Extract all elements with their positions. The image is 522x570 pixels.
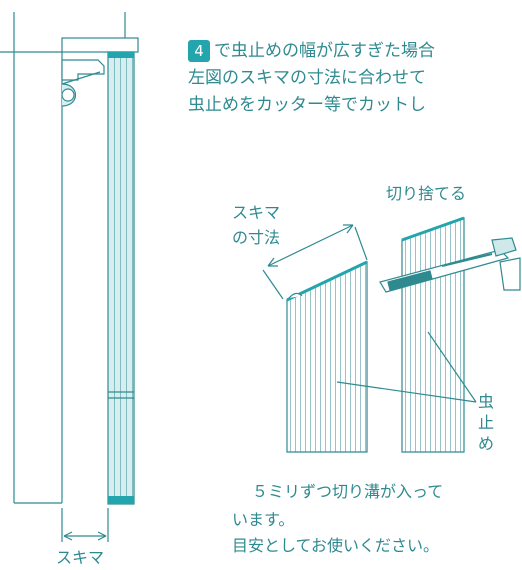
instruction-line-2: 左図のスキマの寸法に合わせて xyxy=(188,68,426,88)
cutter-knife xyxy=(379,237,521,293)
insect-stop-label-2: 止 xyxy=(478,413,495,432)
instruction-line-1-text: で虫止めの幅が広すぎた場合 xyxy=(214,41,435,61)
cut-off-label: 切り捨てる xyxy=(386,184,467,203)
window-frame xyxy=(0,12,139,504)
gap-dimension xyxy=(61,508,109,542)
insect-stop-label-1: 虫 xyxy=(478,392,495,411)
screen-side-view xyxy=(107,51,135,505)
insect-stop-label-3: め xyxy=(478,434,495,453)
note-line-1: ５ミリずつ切り溝が入って xyxy=(252,482,444,501)
gap-dimension-label-2: の寸法 xyxy=(232,228,281,247)
instruction-line-3: 虫止めをカッター等でカットし xyxy=(188,95,426,115)
note-line-2: います。 xyxy=(232,510,295,529)
gap-label: スキマ xyxy=(56,548,105,567)
gap-dimension-label-1: スキマ xyxy=(232,203,281,222)
note-line-3: 目安としてお使いください。 xyxy=(232,536,440,555)
insect-stop-leaders xyxy=(336,331,477,403)
insect-stop-strip-2 xyxy=(401,216,465,453)
screen-bottom-cap xyxy=(108,496,134,504)
strip-width-dimension xyxy=(262,224,368,300)
step-number-badge: 4 xyxy=(188,40,210,62)
insect-stop-strip-1 xyxy=(286,260,368,453)
screen-top-cap xyxy=(108,52,134,58)
clip-bracket xyxy=(61,59,105,107)
